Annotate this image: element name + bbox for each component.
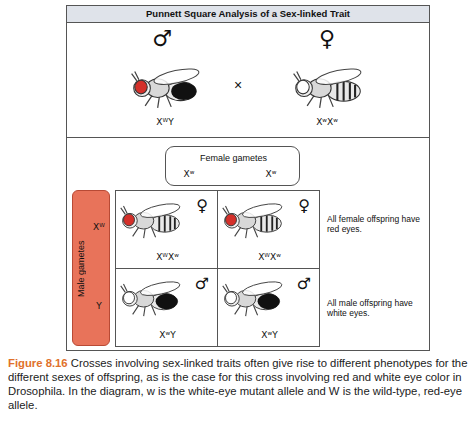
box-text: XʷY — [116, 330, 219, 340]
title-rule — [67, 22, 430, 23]
offspring-fly — [223, 201, 283, 238]
box-text: Xʷ — [251, 169, 291, 179]
punnett-cell: ♂ XʷY — [217, 268, 320, 347]
caption-text: Crosses involving sex-linked traits ofte… — [8, 357, 467, 411]
phenotype-note: All female offspring have red eyes. — [327, 214, 427, 234]
box-heading: ♀ — [190, 197, 214, 215]
box-heading: ♂ — [292, 275, 316, 293]
sex-symbol: ♀ — [305, 26, 349, 52]
panel-divider — [67, 137, 430, 138]
female-parent-fly — [294, 66, 363, 108]
offspring-fly — [223, 279, 283, 316]
punnett-cell: ♂ XʷY — [115, 268, 218, 347]
genotype-label: XᵂY — [140, 117, 190, 128]
phenotype-note: All male offspring have white eyes. — [327, 298, 427, 318]
cross-sign: × — [226, 77, 250, 94]
genotype-label: XʷXʷ — [302, 117, 352, 128]
box-text: XᵂXʷ — [218, 252, 321, 262]
figure-caption: Figure 8.16 Crosses involving sex-linked… — [8, 356, 470, 412]
sex-symbol: ♂ — [140, 26, 184, 52]
box-text: Xʷ — [169, 169, 209, 179]
gamete-box: Male gametesXᵂY — [72, 190, 110, 346]
male-parent-fly — [132, 66, 201, 108]
figure-title: Punnett Square Analysis of a Sex-linked … — [67, 6, 429, 22]
box-heading: Male gametes — [76, 209, 90, 329]
box-text: XᵂXʷ — [116, 252, 219, 262]
box-text: Xᵂ — [89, 222, 109, 232]
gamete-box: Female gametesXʷ Xʷ — [165, 146, 300, 186]
box-heading: ♀ — [292, 197, 316, 215]
box-heading: Female gametes — [166, 153, 301, 163]
figure-number: Figure 8.16 — [8, 357, 68, 369]
punnett-cell: ♀ XᵂXʷ — [115, 190, 218, 269]
offspring-fly — [121, 201, 181, 238]
punnett-cell: ♀ XᵂXʷ — [217, 190, 320, 269]
title-band — [67, 6, 429, 22]
figure-frame — [67, 6, 430, 351]
box-text: XʷY — [218, 330, 321, 340]
offspring-fly — [121, 279, 181, 316]
box-heading: ♂ — [190, 275, 214, 293]
box-text: Y — [89, 301, 109, 311]
